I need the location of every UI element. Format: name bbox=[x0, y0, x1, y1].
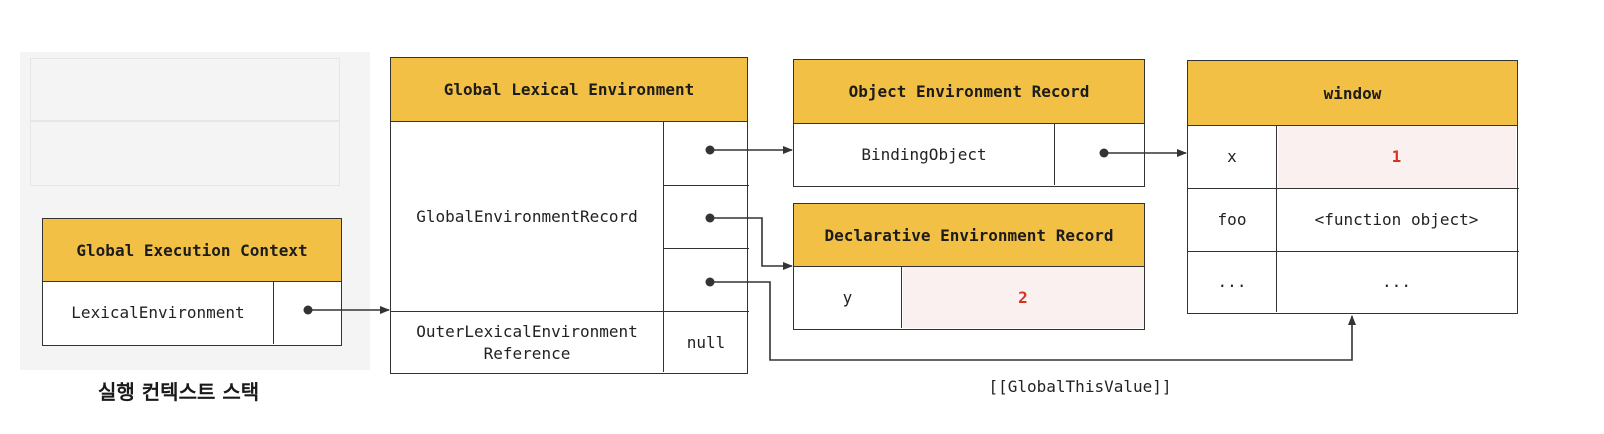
gec-title: Global Execution Context bbox=[76, 240, 308, 260]
oer-header: Object Environment Record bbox=[794, 60, 1144, 124]
window-object: window x 1 foo <function object> ... ... bbox=[1187, 60, 1519, 314]
gle-title: Global Lexical Environment bbox=[443, 80, 695, 99]
oer-binding-object-label: BindingObject bbox=[861, 144, 987, 164]
window-row-key-foo: foo bbox=[1217, 210, 1247, 229]
declarative-environment-record: Declarative Environment Record y 2 bbox=[793, 203, 1145, 330]
gec-header: Global Execution Context bbox=[43, 219, 341, 282]
der-key: y bbox=[842, 287, 853, 307]
gle-outer-value: null bbox=[686, 332, 726, 352]
der-divider bbox=[901, 267, 902, 328]
gle-vertical-divider bbox=[663, 122, 664, 372]
dot-global-this-value bbox=[705, 277, 715, 287]
global-lexical-environment: Global Lexical Environment GlobalEnviron… bbox=[390, 57, 749, 374]
dot-declarative-record bbox=[705, 213, 715, 223]
window-header: window bbox=[1188, 61, 1517, 126]
oer-title: Object Environment Record bbox=[848, 82, 1090, 101]
dot-binding-object bbox=[1099, 148, 1109, 158]
der-title: Declarative Environment Record bbox=[824, 225, 1114, 245]
gec-divider bbox=[273, 282, 274, 344]
faded-stack-frame-inner bbox=[30, 120, 340, 122]
stack-caption: 실행 컨텍스트 스택 bbox=[98, 380, 260, 404]
gle-header: Global Lexical Environment bbox=[391, 58, 747, 122]
gle-outer-reference-label: OuterLexicalEnvironment Reference bbox=[416, 321, 638, 363]
gle-slot-divider-2 bbox=[663, 248, 749, 249]
window-row-value-ellipsis: ... bbox=[1382, 272, 1411, 291]
dot-lexical-environment bbox=[303, 305, 313, 315]
gle-record-label: GlobalEnvironmentRecord bbox=[416, 206, 638, 226]
global-execution-context: Global Execution Context LexicalEnvironm… bbox=[42, 218, 342, 346]
der-header: Declarative Environment Record bbox=[794, 204, 1144, 267]
arrow-declarative-record bbox=[710, 217, 793, 270]
gle-slot-divider-1 bbox=[663, 185, 749, 186]
gle-outer-divider bbox=[391, 311, 749, 312]
faded-stack-frame bbox=[30, 58, 340, 186]
window-row-value-x: 1 bbox=[1277, 126, 1516, 188]
oer-divider bbox=[1054, 124, 1055, 185]
window-row-key-ellipsis: ... bbox=[1217, 272, 1247, 291]
window-row-divider-2 bbox=[1188, 251, 1519, 252]
window-vertical-divider bbox=[1276, 126, 1277, 312]
window-row-divider-1 bbox=[1188, 188, 1519, 189]
dot-object-record bbox=[705, 145, 715, 155]
window-title: window bbox=[1323, 83, 1382, 103]
object-environment-record: Object Environment Record BindingObject bbox=[793, 59, 1145, 187]
arrow-global-this-value bbox=[710, 281, 1356, 361]
window-row-value-foo: <function object> bbox=[1314, 210, 1479, 229]
gec-lexical-environment-label: LexicalEnvironment bbox=[71, 303, 245, 322]
der-value: 2 bbox=[902, 267, 1144, 328]
global-this-value-label: [[GlobalThisValue]] bbox=[988, 377, 1172, 396]
window-row-key-x: x bbox=[1227, 147, 1237, 166]
